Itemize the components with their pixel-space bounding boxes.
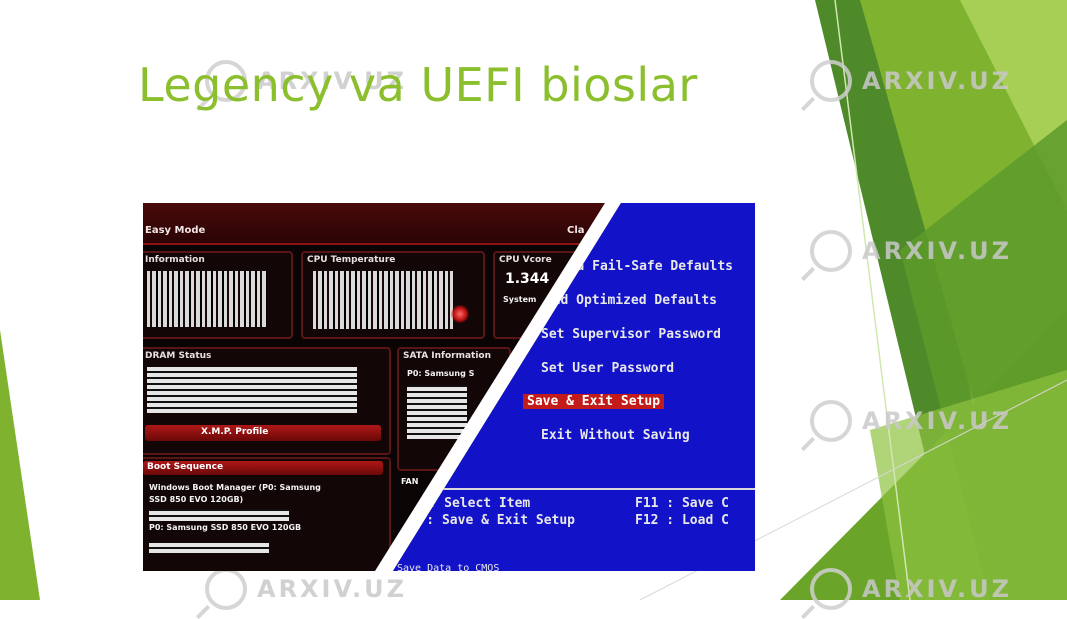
boot-item-2[interactable]: SSD 850 EVO 120GB) (149, 495, 244, 504)
magnifier-icon (205, 568, 247, 610)
panel-separator (375, 203, 621, 571)
magnifier-icon (810, 400, 852, 442)
legacy-menu-item[interactable]: Set User Password (541, 361, 675, 376)
legacy-menu-item[interactable]: Set Supervisor Password (541, 327, 722, 342)
uefi-dram-text (147, 367, 357, 413)
uefi-exit-label[interactable]: Cla (567, 225, 585, 236)
watermark: ARXIV.UZ (205, 60, 407, 102)
legacy-hint-f11: F11 : Save C (635, 496, 729, 511)
uefi-boot-noise-2 (149, 543, 269, 553)
watermark: ARXIV.UZ (810, 400, 1012, 442)
uefi-cpu-temp-box: CPU Temperature (301, 251, 485, 339)
decorative-green-shapes (0, 0, 1067, 600)
magnifier-icon (810, 230, 852, 272)
uefi-cpu-temp-graph (313, 271, 453, 329)
legacy-hint-f10: F10 : Save & Exit Setup (395, 513, 576, 528)
watermark: ARXIV.UZ (810, 230, 1012, 272)
uefi-sata-port: P0: Samsung S (407, 369, 475, 378)
magnifier-icon (810, 60, 852, 102)
magnifier-icon (205, 60, 247, 102)
uefi-boot-noise (149, 509, 289, 521)
legacy-divider (413, 488, 755, 490)
xmp-profile-button[interactable]: X.M.P. Profile (145, 425, 381, 441)
slide-title: Legency va UEFI bioslar (138, 58, 698, 112)
uefi-boot-header: Boot Sequence (143, 461, 383, 475)
uefi-boot-title: Boot Sequence (147, 462, 224, 472)
xmp-profile-label: X.M.P. Profile (201, 427, 269, 437)
watermark: ARXIV.UZ (810, 60, 1012, 102)
uefi-info-title: Information (145, 255, 205, 265)
bios-comparison-image: Easy Mode Cla Information CPU Temperatur… (143, 203, 755, 571)
uefi-dram-box: DRAM Status X.M.P. Profile (143, 347, 391, 455)
legacy-menu-item-selected[interactable]: Save & Exit Setup (523, 394, 665, 409)
watermark: ARXIV.UZ (205, 568, 407, 610)
legacy-hint-f12: F12 : Load C (635, 513, 729, 528)
uefi-sata-title: SATA Information (403, 351, 492, 361)
boot-item-3[interactable]: P0: Samsung SSD 850 EVO 120GB (149, 523, 302, 532)
legacy-footer: Save Data to CMOS (397, 563, 500, 571)
uefi-mode-label[interactable]: Easy Mode (145, 225, 206, 236)
legacy-menu-item[interactable]: Load Optimized Defaults (537, 293, 718, 308)
uefi-dram-title: DRAM Status (145, 351, 212, 361)
legacy-menu-item[interactable]: Exit Without Saving (541, 428, 690, 443)
magnifier-icon (810, 568, 852, 610)
uefi-fan-label: FAN (401, 477, 419, 486)
uefi-temp-glow (451, 305, 469, 323)
boot-item-1[interactable]: Windows Boot Manager (P0: Samsung (149, 483, 321, 492)
uefi-vcore-title: CPU Vcore (499, 255, 552, 265)
uefi-vcore-value: 1.344 (505, 271, 550, 287)
uefi-boot-box: Boot Sequence Windows Boot Manager (P0: … (143, 457, 391, 571)
uefi-cpu-temp-title: CPU Temperature (307, 255, 396, 265)
uefi-system-label: System (503, 295, 537, 304)
legacy-menu-item[interactable]: Load Fail-Safe Defaults (553, 259, 734, 274)
uefi-info-text (147, 271, 267, 327)
uefi-sata-text (407, 385, 467, 439)
uefi-info-box: Information (143, 251, 293, 339)
watermark: ARXIV.UZ (810, 568, 1012, 610)
